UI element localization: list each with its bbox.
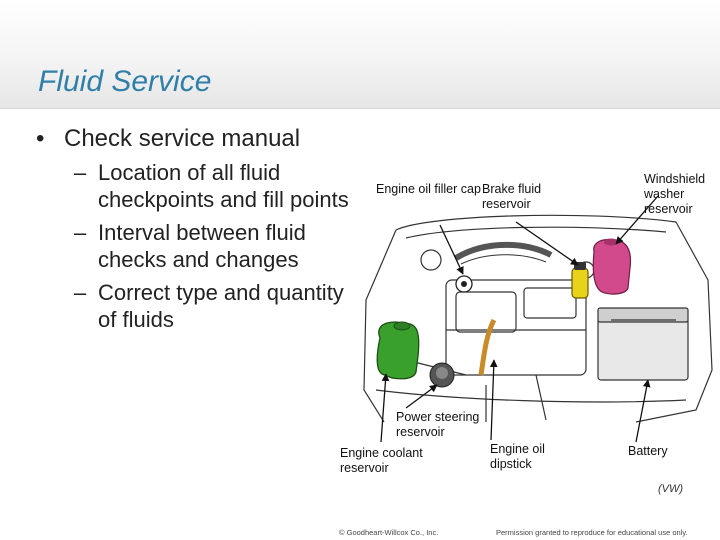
label-battery: Battery (628, 444, 668, 458)
header-divider (0, 108, 720, 109)
label-windshield-washer-reservoir: Windshield washer reservoir (644, 172, 706, 216)
oil-dipstick-icon (478, 318, 497, 376)
footer-permission: Permission granted to reproduce for educ… (496, 528, 688, 537)
engine-bay-figure: Engine oil filler cap Brake fluid reserv… (336, 160, 720, 510)
header-band (0, 0, 720, 108)
sub-bullet-item: – Interval between fluid checks and chan… (74, 219, 356, 273)
sub-bullet-text: Location of all fluid checkpoints and fi… (98, 160, 349, 212)
bullet-list: • Check service manual – Location of all… (36, 124, 356, 333)
bullet-item: • Check service manual (36, 124, 356, 153)
dash-glyph: – (74, 220, 87, 245)
label-engine-coolant-reservoir: Engine coolant reservoir (340, 446, 423, 475)
label-brake-fluid-reservoir: Brake fluid reservoir (482, 182, 542, 211)
bullet-text: Check service manual (64, 125, 301, 152)
sub-bullet-item: – Correct type and quantity of fluids (74, 279, 356, 333)
label-power-steering-reservoir: Power steering reservoir (396, 410, 480, 439)
bullet-glyph: • (36, 125, 45, 152)
coolant-reservoir-icon (376, 321, 420, 380)
callout-arrows (380, 195, 659, 443)
slide-title: Fluid Service (38, 65, 212, 98)
power-steering-reservoir-icon (429, 362, 455, 388)
sub-bullet-text: Interval between fluid checks and change… (98, 220, 306, 272)
oil-filler-cap-icon (455, 275, 473, 293)
sub-bullet-text: Correct type and quantity of fluids (98, 280, 344, 332)
sub-bullet-item: – Location of all fluid checkpoints and … (74, 159, 356, 213)
brake-reservoir-icon (571, 262, 589, 299)
dash-glyph: – (74, 280, 87, 305)
figure-credit: (VW) (658, 483, 684, 495)
label-engine-oil-dipstick: Engine oil dipstick (490, 442, 545, 471)
dash-glyph: – (74, 160, 87, 185)
washer-reservoir-icon (592, 238, 632, 295)
footer-copyright: © Goodheart-Willcox Co., Inc. (339, 528, 439, 537)
engine-bay-outline (363, 214, 713, 423)
label-engine-oil-filler-cap: Engine oil filler cap (376, 182, 481, 196)
